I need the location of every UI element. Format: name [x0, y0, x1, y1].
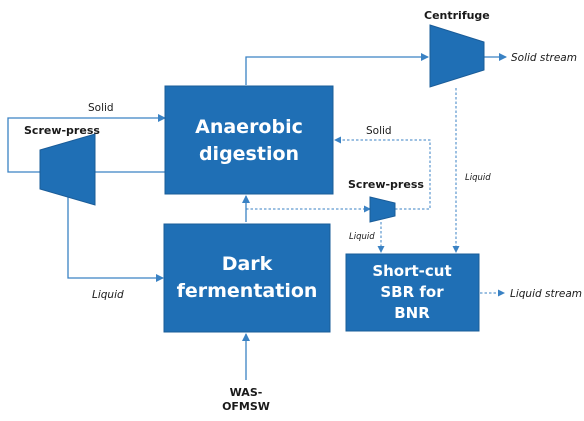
unit-label-line: SBR for — [380, 283, 444, 301]
screw-press-left-label: Screw-press — [24, 124, 100, 137]
unit-anaerobic-digestion: Anaerobic digestion — [164, 85, 334, 195]
unit-label-line: Short-cut — [372, 262, 451, 280]
solid-left-label: Solid — [88, 102, 114, 114]
flow-ad-to-centrifuge — [245, 53, 429, 85]
solid-middle-label: Solid — [366, 125, 392, 137]
flow-middle-solid-return — [334, 136, 431, 210]
unit-label-line: Dark — [222, 253, 273, 275]
liquid-middle-label: Liquid — [349, 232, 375, 242]
liquid-stream-label: Liquid stream — [510, 288, 582, 300]
centrifuge-icon — [429, 24, 485, 88]
solid-stream-label: Solid stream — [511, 52, 577, 64]
feed-label-line: WAS- — [230, 386, 263, 399]
dashed-flow-lines — [246, 88, 505, 297]
flow-liquid-to-df — [67, 190, 164, 282]
unit-label-line: Anaerobic — [195, 116, 303, 138]
liquid-centrifuge-label: Liquid — [465, 173, 491, 183]
liquid-left-label: Liquid — [92, 289, 124, 301]
screw-press-middle-label: Screw-press — [348, 178, 424, 191]
unit-short-cut-sbr: Short-cut SBR for BNR — [345, 253, 480, 332]
screw-press-left-icon — [39, 133, 96, 206]
feed-label-line: OFMSW — [222, 400, 270, 413]
unit-dark-fermentation: Dark fermentation — [163, 223, 331, 333]
unit-label-line: fermentation — [177, 280, 318, 302]
centrifuge-label: Centrifuge — [424, 9, 490, 22]
unit-label-line: BNR — [394, 304, 430, 322]
unit-label-line: digestion — [199, 143, 299, 165]
screw-press-middle-icon — [369, 196, 396, 223]
